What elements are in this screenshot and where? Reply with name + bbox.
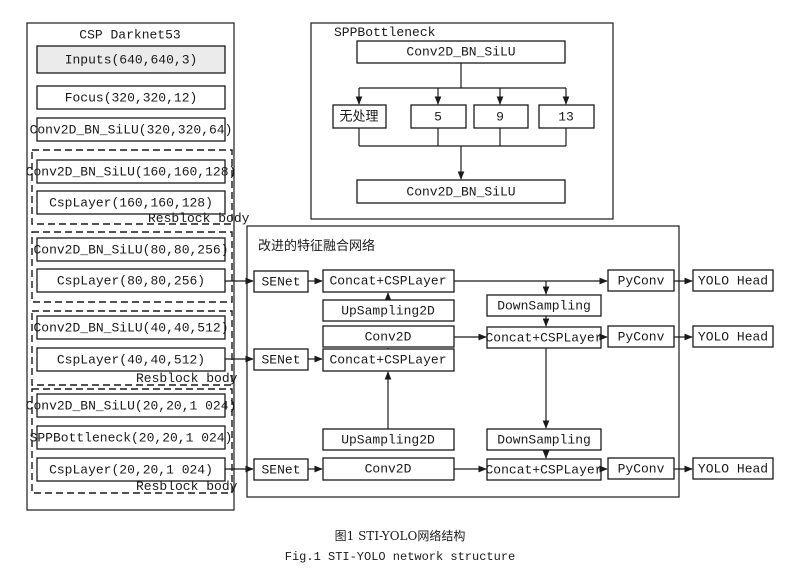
neck-frame [246, 225, 680, 498]
spp-top-conv-label: Conv2D_BN_SiLU [406, 45, 515, 60]
focus-box [36, 85, 226, 110]
backbone-title: CSP Darknet53 [79, 28, 180, 43]
conv-stem-label: Conv2D_BN_SiLU(320,320,64) [30, 123, 233, 138]
block1-conv-label: Conv2D_BN_SiLU(160,160,128) [26, 165, 237, 180]
spp-frame [310, 22, 614, 220]
downsampling-low-box [486, 428, 602, 451]
block1-conv-box [36, 159, 226, 184]
figure-caption-cn: 图1 STI-YOLO网络结构 [334, 529, 466, 543]
focus-label: Focus(320,320,12) [65, 91, 198, 106]
block4-csp-label: CspLayer(20,20,1 024) [49, 463, 213, 478]
conv2d-mid-label: Conv2D [365, 330, 412, 345]
yolo-head-2-label: YOLO Head [698, 330, 768, 345]
conv2d-low-label: Conv2D [365, 462, 412, 477]
block4-conv-box [36, 393, 226, 418]
upsampling-low-label: UpSampling2D [341, 433, 435, 448]
senet-1-label: SENet [261, 275, 300, 290]
resblock-3-frame [31, 310, 233, 386]
spp-bottom-conv-label: Conv2D_BN_SiLU [406, 185, 515, 200]
inputs-label: Inputs(640,640,3) [65, 53, 198, 68]
concat-mid-label: Concat+CSPLayer [329, 353, 446, 368]
spp-branch-13-label: 13 [558, 110, 574, 125]
concat-right-low-label: Concat+CSPLayer [485, 463, 602, 478]
spp-title: SPPBottleneck [334, 25, 436, 40]
resblock-4-label: Resblock body [136, 479, 238, 494]
block4-spp-label: SPPBottleneck(20,20,1 024) [30, 431, 233, 446]
block3-csp-label: CspLayer(40,40,512) [57, 353, 205, 368]
block4-conv-label: Conv2D_BN_SiLU(20,20,1 024) [26, 399, 237, 414]
spp-branch-5-label: 5 [434, 110, 442, 125]
downsampling-low-label: DownSampling [497, 433, 591, 448]
spp-bottom-conv-box [356, 179, 566, 204]
spp-branch-none-label: 无处理 [339, 110, 378, 125]
yolo-head-1-label: YOLO Head [698, 274, 768, 289]
upsampling-top-label: UpSampling2D [341, 304, 435, 319]
senet-3-label: SENet [261, 463, 300, 478]
yolo-head-2-box [692, 325, 774, 348]
spp-branch-9-label: 9 [496, 110, 504, 125]
downsampling-top-label: DownSampling [497, 299, 591, 314]
block2-csp-label: CspLayer(80,80,256) [57, 274, 205, 289]
downsampling-top-box [486, 294, 602, 317]
resblock-1-label: Resblock body [148, 211, 250, 226]
pyconv-2-label: PyConv [618, 330, 665, 345]
neck-title: 改进的特征融合网络 [258, 238, 375, 254]
resblock-2-frame [31, 231, 233, 303]
block2-conv-label: Conv2D_BN_SiLU(80,80,256) [33, 243, 228, 258]
block2-conv-box [36, 237, 226, 262]
block3-conv-label: Conv2D_BN_SiLU(40,40,512) [33, 321, 228, 336]
yolo-head-3-label: YOLO Head [698, 462, 768, 477]
inputs-box [36, 45, 226, 74]
pyconv-3-label: PyConv [618, 462, 665, 477]
concat-right-mid-label: Concat+CSPLayer [485, 331, 602, 346]
block1-csp-box [36, 190, 226, 215]
resblock-3-label: Resblock body [136, 371, 238, 386]
concat-top-label: Concat+CSPLayer [329, 274, 446, 289]
yolo-head-1-box [692, 269, 774, 292]
block4-spp-box [36, 425, 226, 450]
resblock-1-frame [31, 149, 233, 225]
conv-stem-box [36, 117, 226, 142]
spp-branch-9-box [473, 104, 529, 129]
senet-2-label: SENet [261, 353, 300, 368]
block1-csp-label: CspLayer(160,160,128) [49, 196, 213, 211]
block3-conv-box [36, 315, 226, 340]
figure-caption-en: Fig.1 STI-YOLO network structure [284, 550, 516, 564]
pyconv-1-label: PyConv [618, 274, 665, 289]
backbone-frame [26, 22, 235, 511]
yolo-head-3-box [692, 457, 774, 480]
resblock-4-frame [31, 388, 233, 494]
